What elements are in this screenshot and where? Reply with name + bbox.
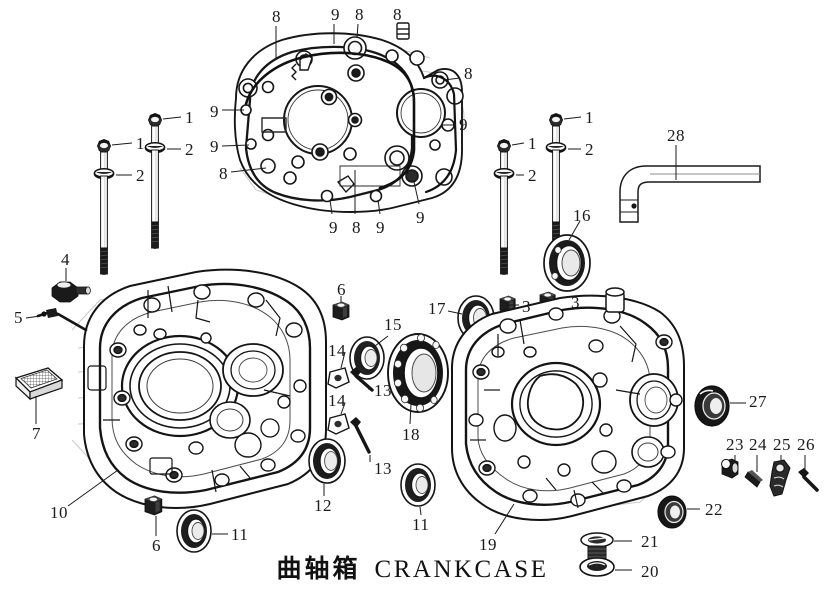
callout-2: 2 <box>136 166 145 185</box>
callout-11: 11 <box>412 515 430 534</box>
drain-plug-assembly-artwork <box>579 532 632 577</box>
dowel-pin-6b-artwork <box>144 495 163 536</box>
callout-8: 8 <box>352 218 361 237</box>
callout-9: 9 <box>416 208 425 227</box>
callout-18: 18 <box>402 425 420 444</box>
diagram-title-block: 曲轴箱 CRANKCASE <box>0 549 825 585</box>
bearing-18-artwork <box>387 333 449 425</box>
callout-2: 2 <box>185 140 194 159</box>
callout-9: 9 <box>376 218 385 237</box>
callout-22: 22 <box>705 500 723 519</box>
bearing-11-left-artwork <box>176 509 228 553</box>
bolt-13-lower-artwork <box>350 417 371 462</box>
callout-19: 19 <box>479 535 497 554</box>
stopper-lever-25-artwork <box>769 455 791 497</box>
callout-9: 9 <box>331 5 340 24</box>
callout-9: 9 <box>329 218 338 237</box>
title-english: CRANKCASE <box>374 556 549 583</box>
callout-25: 25 <box>773 435 791 454</box>
callout-10: 10 <box>50 503 68 522</box>
oil-seal-27-artwork <box>694 385 746 427</box>
left-bolt-pair-artwork <box>93 112 182 276</box>
retainer-14-lower-artwork <box>327 402 350 435</box>
lever-bolt-26-artwork <box>798 455 819 492</box>
retainer-14-upper-artwork <box>327 351 350 389</box>
callout-14: 14 <box>328 341 346 360</box>
callout-1: 1 <box>185 108 194 127</box>
callout-8: 8 <box>393 5 402 24</box>
callout-14: 14 <box>328 391 346 410</box>
callout-6: 6 <box>337 280 346 299</box>
cover-assembly-artwork <box>221 22 465 215</box>
callout-1: 1 <box>136 134 145 153</box>
right-bolt-pair-artwork <box>493 112 582 276</box>
pin-24-artwork <box>744 455 763 488</box>
callout-9: 9 <box>210 102 219 121</box>
callout-27: 27 <box>749 392 767 411</box>
oil-jet-4-artwork <box>51 268 91 303</box>
bearing-15-artwork <box>349 335 389 380</box>
title-chinese: 曲轴箱 <box>276 554 361 583</box>
callout-9: 9 <box>210 137 219 156</box>
callout-7: 7 <box>32 424 41 443</box>
left-crankcase-artwork <box>67 268 327 509</box>
dowel-pin-3a-artwork <box>499 295 519 314</box>
bearing-16-artwork <box>543 220 591 292</box>
right-crankcase-artwork <box>451 287 685 535</box>
callout-24: 24 <box>749 435 767 454</box>
callout-11: 11 <box>231 525 249 544</box>
callout-17: 17 <box>428 299 446 318</box>
callout-1: 1 <box>585 108 594 127</box>
callout-8: 8 <box>272 7 281 26</box>
bearing-12-artwork <box>308 438 346 496</box>
callout-26: 26 <box>797 435 815 454</box>
bearing-11-mid-artwork <box>400 463 436 516</box>
callout-13: 13 <box>374 381 392 400</box>
callout-20: 20 <box>641 562 659 581</box>
callout-8: 8 <box>355 5 364 24</box>
dowel-pin-6a-artwork <box>332 296 350 321</box>
callout-5: 5 <box>14 308 23 327</box>
callout-15: 15 <box>384 315 402 334</box>
bolt-13-upper-artwork <box>350 367 374 392</box>
callout-8: 8 <box>219 164 228 183</box>
callout-28: 28 <box>667 126 685 145</box>
callout-8: 8 <box>464 64 473 83</box>
callout-3: 3 <box>571 293 580 312</box>
l-wrench-artwork <box>619 145 761 223</box>
callout-23: 23 <box>726 435 744 454</box>
callout-12: 12 <box>314 496 332 515</box>
callout-3: 3 <box>522 297 531 316</box>
callout-16: 16 <box>573 206 591 225</box>
callout-9: 9 <box>459 115 468 134</box>
callout-6: 6 <box>152 536 161 555</box>
callout-2: 2 <box>528 166 537 185</box>
callout-4: 4 <box>61 250 70 269</box>
callout-21: 21 <box>641 532 659 551</box>
callout-13: 13 <box>374 459 392 478</box>
callout-1: 1 <box>528 134 537 153</box>
callout-2: 2 <box>585 140 594 159</box>
locating-pin-5-artwork <box>25 308 88 332</box>
bushing-23-artwork <box>721 455 739 479</box>
oil-seal-22-artwork <box>657 495 700 529</box>
oil-strainer-7-artwork <box>14 367 64 424</box>
